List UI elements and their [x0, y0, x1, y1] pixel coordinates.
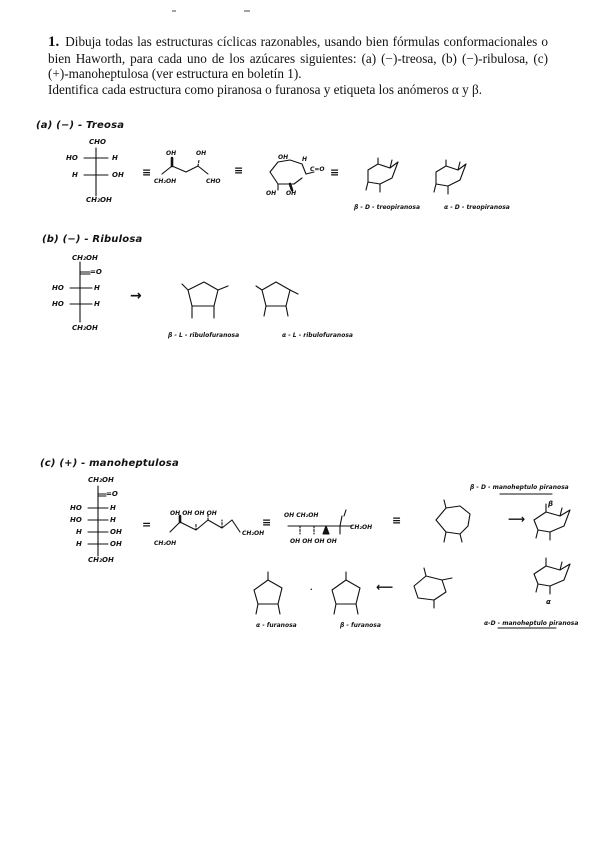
ring-a-oh-b2: OH [286, 190, 297, 197]
equals-a-1: ≡ [142, 166, 152, 179]
fischer-ribulosa [69, 261, 93, 323]
fischer-c-r2-left: HO [70, 504, 82, 512]
arrow-c-left: ⟵ [376, 580, 394, 594]
fischer-treosa [83, 147, 109, 197]
alpha-manoheptulo-label: α-D - manoheptulo piranosa [484, 620, 579, 627]
fischer-c-r1-right: =O [106, 490, 118, 498]
equiv-c-1: ≡ [262, 516, 272, 529]
ring-open-treosa [269, 159, 315, 192]
fischer-b-top: CH₂OH [72, 254, 98, 262]
section-b-label: (b) (−) - Ribulosa [42, 234, 143, 245]
fischer-manoheptulosa [87, 485, 109, 557]
eq-c-1: = [142, 518, 152, 531]
ring-a-oh-b1: OH [266, 190, 277, 197]
beta-small-label: β [548, 500, 554, 508]
beta-treopiranosa-label: β - D - treopiranosa [354, 204, 421, 211]
fischer-c-bottom: CH₂OH [88, 556, 114, 564]
arrow-c-right: ⟶ [508, 512, 526, 526]
fischer-b-r3-right: H [94, 300, 100, 308]
furanose-beta-ribulosa [181, 281, 229, 319]
fischer-b-r2-left: HO [52, 284, 64, 292]
fischer-c-r3-left: HO [70, 516, 82, 524]
fischer-c-top: CH₂OH [88, 476, 114, 484]
zigzag-manoheptulosa-2 [287, 509, 353, 535]
chair-alpha-manoheptulopiranosa [533, 557, 571, 595]
alpha-ribulofuranosa-label: α - L - ribulofuranosa [282, 332, 353, 339]
alpha-small-label: α [546, 598, 551, 606]
equiv-c-2: ≡ [392, 514, 402, 527]
problem-number: 1. [48, 34, 60, 50]
dot-c: · [310, 586, 313, 594]
section-a-label: (a) (−) - Treosa [36, 120, 125, 131]
ring-open-manoheptulosa [435, 499, 471, 543]
zigzag-a-oh2: OH [196, 150, 207, 157]
chair-alpha-treopiranosa [433, 159, 467, 195]
zig-c1-left: CH₂OH [154, 540, 177, 547]
zig-c2-bottom: OH OH OH OH [290, 538, 337, 545]
fischer-b-r2-right: H [94, 284, 100, 292]
equals-a-3: ≡ [330, 166, 340, 179]
ring-a-h: H [302, 156, 308, 163]
beta-furanosa-label: β - furanosa [340, 622, 381, 629]
beta-ribulofuranosa-label: β - L - ribulofuranosa [168, 332, 240, 339]
fischer-a-r2-right: OH [112, 171, 124, 179]
ring-a-oh-top: OH [278, 154, 289, 161]
alpha-treopiranosa-label: α - D - treopiranosa [444, 204, 510, 211]
problem-statement: 1.Dibuja todas las estructuras cíclicas … [48, 34, 548, 97]
fischer-a-bottom: CH₂OH [86, 196, 112, 204]
section-c-label: (c) (+) - manoheptulosa [40, 458, 179, 469]
fischer-b-r3-left: HO [52, 300, 64, 308]
arrow-b: → [130, 288, 142, 304]
chair-beta-manoheptulopiranosa [533, 503, 571, 541]
furanose-alpha-manoheptulosa [253, 571, 283, 615]
furanose-beta-manoheptulosa [331, 571, 361, 615]
equals-a-2: ≡ [234, 164, 244, 177]
problem-instruction: Identifica cada estructura como piranosa… [48, 81, 482, 97]
zigzag-treosa [161, 156, 209, 175]
beta-manoheptulo-label: β - D - manoheptulo piranosa [470, 484, 569, 491]
top-scan-marks [172, 10, 250, 12]
furanose-alpha-ribulosa [255, 281, 299, 317]
problem-text: Dibuja todas las estructuras cíclicas ra… [48, 34, 548, 82]
fischer-a-top: CHO [89, 138, 106, 146]
fischer-c-r5-left: H [76, 540, 82, 548]
fischer-c-r3-right: H [110, 516, 116, 524]
zig-c1-ohs: OH OH OH OH [170, 510, 217, 517]
zigzag-a-left: CH₂OH [154, 178, 177, 185]
zig-c2-right: CH₂OH [350, 524, 373, 531]
fischer-c-r4-left: H [76, 528, 82, 536]
fischer-a-r1-left: HO [66, 154, 78, 162]
fischer-a-r2-left: H [72, 171, 78, 179]
fischer-b-r1-right: =O [90, 268, 102, 276]
fischer-c-r4-right: OH [110, 528, 122, 536]
ring-a-co: C=O [310, 166, 325, 173]
alpha-furanosa-label: α - furanosa [256, 622, 297, 629]
zigzag-a-oh1: OH [166, 150, 177, 157]
fischer-a-r1-right: H [112, 154, 118, 162]
ring-intermediate-manoheptulosa [413, 567, 453, 609]
chair-beta-treopiranosa [365, 157, 399, 193]
zigzag-a-right: CHO [206, 178, 221, 185]
zigzag-manoheptulosa-1 [169, 513, 241, 533]
fischer-b-bottom: CH₂OH [72, 324, 98, 332]
zig-c2-left: OH CH₂OH [284, 512, 319, 519]
fischer-c-r2-right: H [110, 504, 116, 512]
zig-c1-right: CH₂OH [242, 530, 265, 537]
fischer-c-r5-right: OH [110, 540, 122, 548]
